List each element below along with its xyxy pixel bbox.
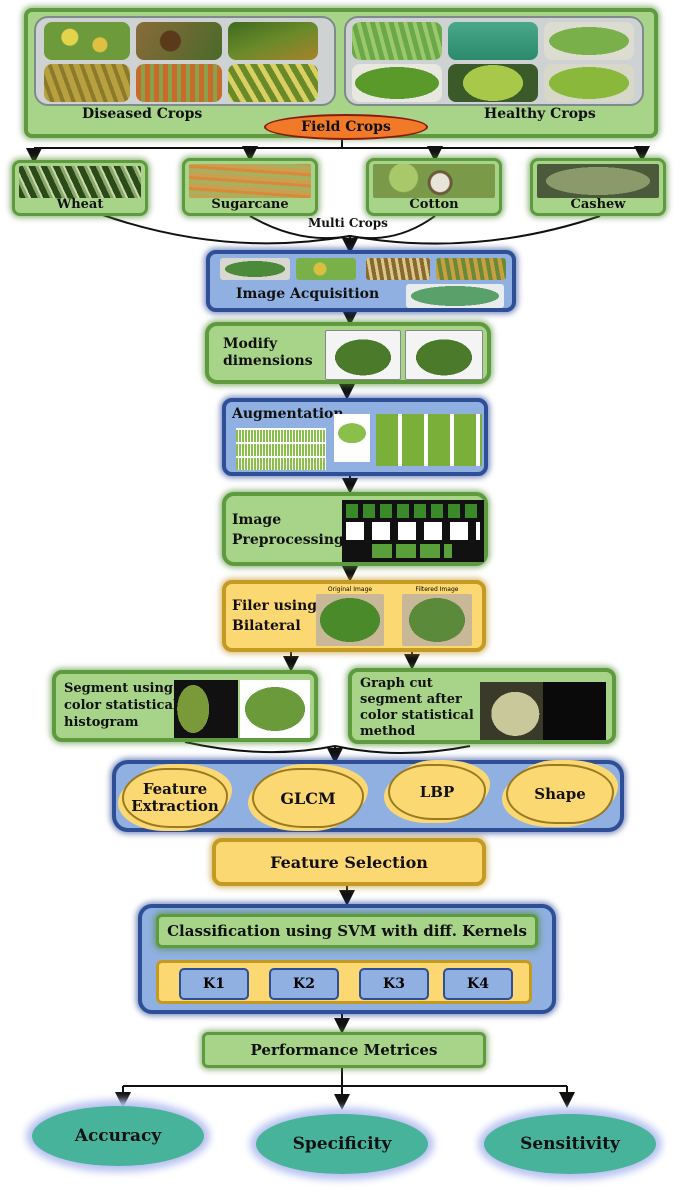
leaf-image bbox=[352, 22, 442, 60]
kernel-strip: K1 K2 K3 K4 bbox=[156, 960, 532, 1004]
bilateral-filter-label: Filer using Bilateral bbox=[232, 598, 318, 634]
cotton-image bbox=[373, 164, 495, 198]
bilateral-filter-box: Filer using Bilateral Original Image Fil… bbox=[222, 580, 486, 652]
resized-image bbox=[325, 330, 401, 380]
preprocessing-label: Image Preprocessing bbox=[232, 512, 344, 548]
metric-specificity: Specificity bbox=[256, 1114, 428, 1174]
leaf-image bbox=[220, 258, 290, 280]
augmentation-label: Augmentation bbox=[232, 406, 344, 422]
cashew-image bbox=[537, 164, 659, 198]
classification-title: Classification using SVM with diff. Kern… bbox=[156, 914, 538, 948]
wheat-image bbox=[19, 166, 141, 198]
crop-label-sugarcane: Sugarcane bbox=[211, 197, 289, 212]
crop-label-cashew: Cashew bbox=[570, 197, 626, 212]
preprocessed-images bbox=[342, 500, 484, 562]
graph-cut-box: Graph cut segment after color statistica… bbox=[348, 668, 616, 744]
cloud-feature-extraction: Feature Extraction bbox=[122, 768, 228, 828]
leaf-image bbox=[448, 22, 538, 60]
leaf-image bbox=[44, 22, 130, 60]
augmented-grid bbox=[236, 428, 326, 470]
leaf-image bbox=[406, 284, 504, 308]
diseased-crops-gallery bbox=[34, 16, 336, 106]
leaf-image bbox=[544, 64, 634, 102]
diseased-crops-label: Diseased Crops bbox=[82, 106, 203, 122]
leaf-image bbox=[240, 680, 310, 738]
leaf-image bbox=[228, 22, 318, 60]
graph-cut-image bbox=[480, 682, 606, 740]
kernel-k2: K2 bbox=[269, 968, 339, 1000]
kernel-k4: K4 bbox=[443, 968, 513, 1000]
cloud-lbp: LBP bbox=[388, 764, 486, 820]
crop-box-cashew: Cashew bbox=[530, 158, 666, 216]
leaf-image bbox=[44, 64, 130, 102]
sugarcane-image bbox=[189, 164, 311, 198]
leaf-image bbox=[448, 64, 538, 102]
original-image bbox=[316, 594, 384, 646]
resized-image bbox=[405, 330, 483, 380]
segmented-leaf-image bbox=[174, 680, 238, 738]
crop-box-sugarcane: Sugarcane bbox=[182, 158, 318, 216]
leaf-image bbox=[544, 22, 634, 60]
kernel-k3: K3 bbox=[359, 968, 429, 1000]
multi-crops-label: Multi Crops bbox=[308, 216, 388, 230]
cloud-shape: Shape bbox=[506, 764, 614, 824]
leaf-image bbox=[296, 258, 356, 280]
filtered-image bbox=[402, 594, 472, 646]
crop-label-wheat: Wheat bbox=[56, 197, 104, 212]
preprocessing-box: Image Preprocessing bbox=[222, 492, 488, 566]
feature-selection-box: Feature Selection bbox=[212, 838, 486, 886]
metric-accuracy: Accuracy bbox=[32, 1106, 204, 1166]
augmented-grid bbox=[376, 414, 482, 466]
healthy-crops-label: Healthy Crops bbox=[484, 106, 596, 122]
crop-box-cotton: Cotton bbox=[366, 158, 502, 216]
leaf-image bbox=[228, 64, 318, 102]
cloud-glcm: GLCM bbox=[252, 768, 364, 828]
field-crops-panel: Diseased Crops Healthy Crops Field Crops bbox=[24, 8, 658, 140]
leaf-image bbox=[136, 22, 222, 60]
augmentation-box: Augmentation bbox=[222, 398, 488, 476]
leaf-image bbox=[366, 258, 430, 280]
modify-dimensions-label: Modify dimensions bbox=[223, 336, 313, 369]
augmented-sample bbox=[334, 414, 370, 462]
image-acquisition-box: Image Acquisition bbox=[206, 250, 516, 312]
leaf-image bbox=[436, 258, 506, 280]
segment-histogram-box: Segment using color statistical histogra… bbox=[52, 670, 318, 742]
leaf-image bbox=[136, 64, 222, 102]
filtered-image-caption: Filtered Image bbox=[415, 586, 459, 593]
original-image-caption: Original Image bbox=[327, 586, 373, 593]
healthy-crops-gallery bbox=[344, 16, 644, 106]
crop-label-cotton: Cotton bbox=[409, 197, 459, 212]
field-crops-oval: Field Crops bbox=[264, 114, 428, 140]
metric-sensitivity: Sensitivity bbox=[484, 1114, 656, 1174]
image-acquisition-label: Image Acquisition bbox=[236, 286, 380, 302]
kernel-k1: K1 bbox=[179, 968, 249, 1000]
leaf-image bbox=[352, 64, 442, 102]
graph-cut-label: Graph cut segment after color statistica… bbox=[360, 676, 474, 739]
segment-histogram-label: Segment using color statistical histogra… bbox=[64, 681, 178, 730]
classification-panel: Classification using SVM with diff. Kern… bbox=[138, 904, 556, 1014]
performance-metrics-box: Performance Metrices bbox=[202, 1032, 486, 1068]
crop-box-wheat: Wheat bbox=[12, 160, 148, 216]
modify-dimensions-box: Modify dimensions bbox=[205, 322, 491, 384]
